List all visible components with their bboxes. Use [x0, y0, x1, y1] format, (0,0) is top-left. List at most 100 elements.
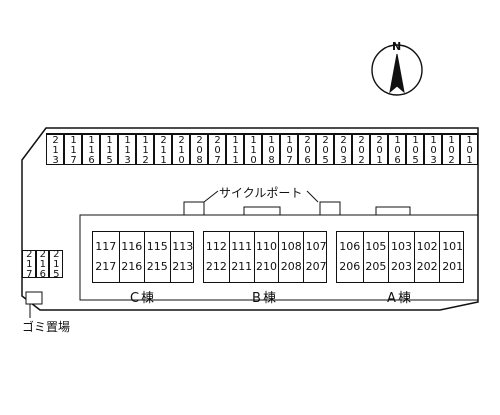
unit-number-upper: 108 [280, 240, 302, 253]
parking-space-number: 115 [104, 134, 115, 165]
unit: 102 202 [413, 232, 440, 282]
parking-space: 101 [460, 133, 478, 165]
unit-number-lower: 201 [442, 260, 464, 273]
parking-space: 207 [208, 133, 226, 165]
unit-number-upper: 107 [305, 240, 327, 253]
unit-number-upper: 102 [416, 240, 438, 253]
parking-space: 211 [154, 133, 172, 165]
parking-space-number: 202 [356, 134, 367, 165]
parking-space-number: 105 [410, 134, 421, 165]
unit-number-upper: 113 [172, 240, 194, 253]
parking-space-number: 205 [320, 134, 331, 165]
parking-space-number: 116 [86, 134, 97, 165]
parking-space-number: 106 [392, 134, 403, 165]
unit-number-lower: 211 [231, 260, 253, 273]
parking-space: 103 [424, 133, 442, 165]
parking-space: 217 [22, 249, 36, 279]
parking-space-number: 102 [446, 134, 457, 165]
unit-number-lower: 205 [365, 260, 387, 273]
unit-number-upper: 106 [339, 240, 361, 253]
unit-number-upper: 103 [390, 240, 412, 253]
unit-number-upper: 111 [231, 240, 253, 253]
compass-icon [371, 44, 423, 96]
parking-space-number: 208 [194, 134, 205, 165]
unit-number-lower: 206 [339, 260, 361, 273]
unit-number-lower: 216 [121, 260, 143, 273]
unit-number-lower: 208 [280, 260, 302, 273]
unit-number-lower: 202 [416, 260, 438, 273]
building-label: A棟 [387, 291, 413, 306]
unit: 116 216 [118, 232, 145, 282]
parking-space-number: 117 [68, 134, 79, 165]
parking-space-number: 111 [230, 134, 241, 165]
cycle-port-shed [375, 206, 411, 216]
building-label: C棟 [129, 291, 157, 306]
unit-number-lower: 207 [305, 260, 327, 273]
unit-number-upper: 116 [121, 240, 143, 253]
cycle-port-shed [319, 201, 341, 216]
parking-space: 112 [136, 133, 154, 165]
garbage-area-label: ゴミ置場 [22, 320, 71, 334]
parking-space-number: 107 [284, 134, 295, 165]
unit: 107 207 [303, 232, 328, 282]
parking-space: 111 [226, 133, 244, 165]
parking-space: 210 [172, 133, 190, 165]
parking-space-number: 110 [248, 134, 259, 165]
parking-space: 202 [352, 133, 370, 165]
parking-space-number: 206 [302, 134, 313, 165]
parking-space: 106 [388, 133, 406, 165]
unit-number-lower: 217 [95, 260, 117, 273]
unit-number-upper: 112 [205, 240, 227, 253]
parking-space-number: 101 [464, 134, 475, 165]
parking-space: 107 [280, 133, 298, 165]
parking-space: 105 [406, 133, 424, 165]
building-label: B棟 [252, 291, 278, 306]
compass-north-letter: N [392, 40, 402, 53]
unit-number-upper: 117 [95, 240, 117, 253]
unit-number-lower: 203 [390, 260, 412, 273]
parking-space-number: 211 [158, 134, 169, 165]
parking-space: 108 [262, 133, 280, 165]
unit: 108 208 [278, 232, 303, 282]
unit: 117 217 [93, 232, 119, 282]
parking-space: 201 [370, 133, 388, 165]
parking-space-number: 210 [176, 134, 187, 165]
unit-number-upper: 105 [365, 240, 387, 253]
parking-space: 115 [100, 133, 118, 165]
cycle-port-leader [203, 190, 219, 203]
parking-space-number: 217 [23, 249, 35, 279]
site-boundary [21, 127, 479, 311]
parking-space-number: 113 [122, 134, 133, 165]
parking-space-number: 112 [140, 134, 151, 165]
parking-space: 116 [82, 133, 100, 165]
cycle-port-shed [183, 201, 205, 216]
cycle-port-leader [306, 190, 319, 203]
parking-space: 208 [190, 133, 208, 165]
parking-space-number: 213 [50, 134, 61, 165]
parking-space: 203 [334, 133, 352, 165]
unit: 111 211 [228, 232, 254, 282]
parking-space-number: 203 [338, 134, 349, 165]
unit: 105 205 [362, 232, 389, 282]
parking-space: 110 [244, 133, 262, 165]
cycle-port-label: サイクルポート [219, 186, 303, 200]
parking-space: 205 [316, 133, 334, 165]
unit: 106 206 [337, 232, 363, 282]
parking-space: 213 [46, 133, 64, 165]
parking-space-number: 215 [50, 249, 62, 279]
cycle-port-shed [243, 206, 281, 216]
parking-space: 216 [35, 249, 49, 279]
unit: 103 203 [388, 232, 414, 282]
parking-space: 206 [298, 133, 316, 165]
unit-number-upper: 110 [255, 240, 277, 253]
parking-space: 215 [49, 249, 63, 279]
parking-space-number: 108 [266, 134, 277, 165]
